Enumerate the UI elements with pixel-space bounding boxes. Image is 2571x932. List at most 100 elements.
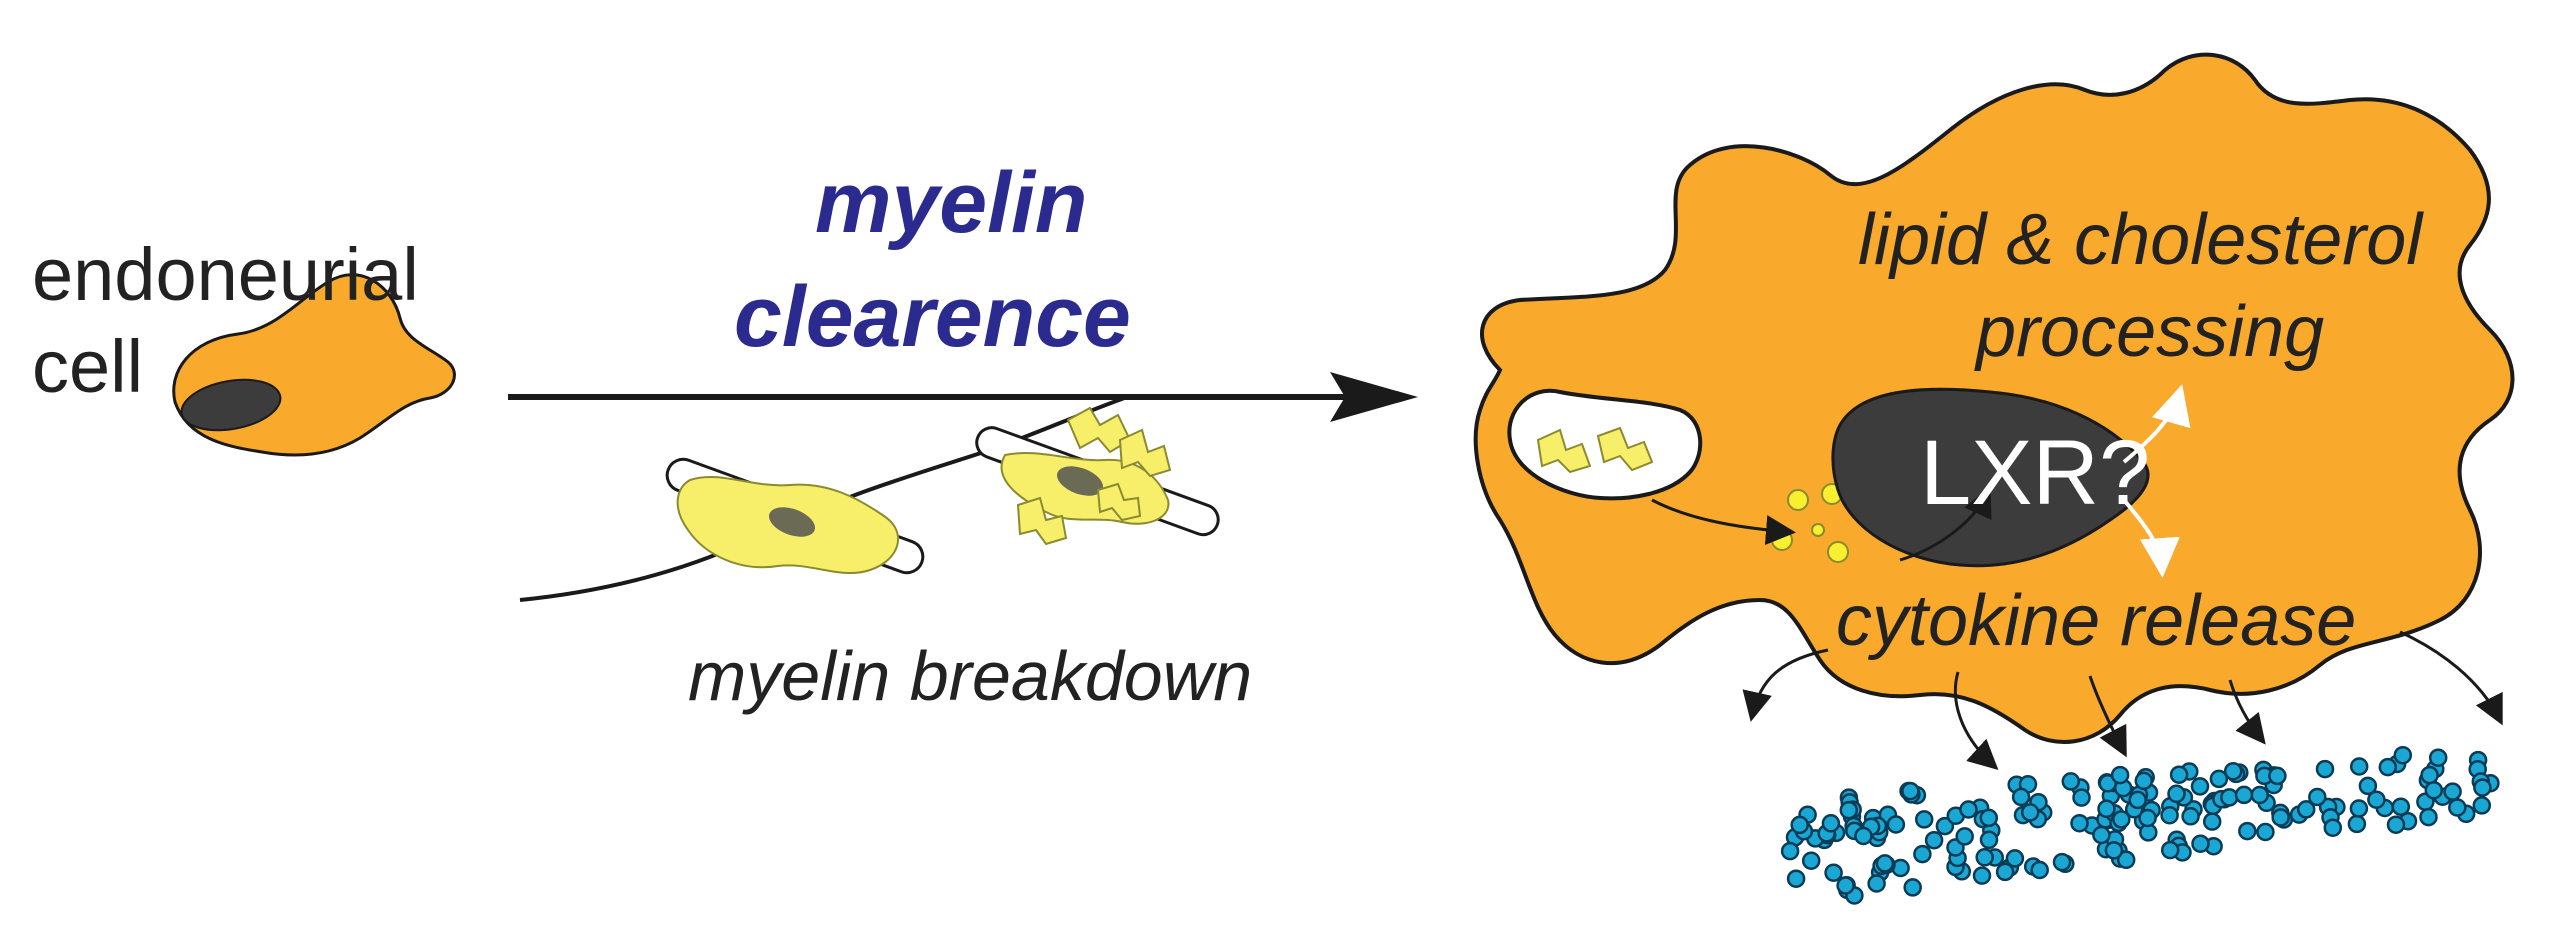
cytokine-particle — [2160, 840, 2180, 860]
cytokine-arrow-5 — [2399, 630, 2503, 726]
droplet-to-nucleus-arrow — [1899, 486, 1992, 562]
cytokine-particle — [1972, 866, 1992, 885]
cytokine-particle — [1824, 863, 1843, 882]
cytokine-particle — [1839, 800, 1859, 820]
cytokine-particle — [2209, 769, 2229, 789]
cytokine-particle — [2030, 860, 2049, 880]
cytokine-particle — [2393, 745, 2413, 765]
cytokine-particle — [2052, 852, 2072, 872]
lipid-droplet-5 — [1827, 541, 1849, 563]
myelin-nucleus-right — [1057, 466, 1103, 496]
cytokine-particle — [2424, 780, 2444, 800]
myelin-debris-4 — [1096, 482, 1142, 522]
cytokine-particle — [2308, 787, 2327, 807]
lxr-label: LXR? — [1920, 422, 2150, 524]
cytokine-particle — [1914, 810, 1934, 829]
lxr-nucleus — [1831, 387, 2150, 568]
cytokine-particle — [1836, 876, 1855, 895]
cytokine-particle — [1780, 841, 1800, 861]
cytokine-arrow-2 — [1953, 671, 1999, 771]
cytokine-particle — [2323, 818, 2343, 837]
cytokine-particle — [2349, 757, 2369, 776]
cytokine-particle — [1901, 781, 1920, 801]
myelin-breakdown-label: myelin breakdown — [688, 637, 1252, 715]
lipid-droplet-1 — [1787, 489, 1809, 511]
cytokine-particle — [2347, 814, 2367, 834]
clearance-title-line1: myelin — [815, 155, 1087, 251]
cytokine-particle — [1786, 869, 1806, 888]
cytokine-arrow-4 — [2228, 679, 2266, 745]
cytokine-particle — [2386, 815, 2406, 834]
cytokine-particle — [2378, 757, 2398, 777]
cytokine-particle — [2128, 790, 2147, 810]
cytokine-particle — [2234, 785, 2254, 805]
cytokine-particle — [2020, 803, 2040, 822]
cytokine-particle — [2169, 765, 2189, 784]
cytokine-particle — [2256, 822, 2275, 842]
cytokine-particle — [1821, 814, 1841, 833]
cytokine-particle — [2097, 799, 2116, 819]
cytokine-particle — [2167, 784, 2186, 804]
cytokine-particle — [2181, 807, 2200, 826]
myelin-debris-2 — [1118, 428, 1172, 478]
cytokine-particle — [1924, 830, 1944, 850]
cytokine-particle — [2104, 841, 2124, 860]
cytokine-particle — [2110, 765, 2130, 785]
cytokine-particle — [2191, 834, 2210, 853]
cytokine-release-label: cytokine release — [1836, 581, 2356, 661]
cytokine-particle — [2238, 821, 2257, 841]
myelin-nucleus-left — [769, 507, 815, 537]
cytokine-particles — [1780, 745, 2500, 905]
myelin-debris-3 — [1016, 496, 1068, 546]
cytokine-output-arrows — [1742, 630, 2503, 771]
cytokine-particle — [2202, 812, 2222, 831]
cytokine-particle — [2138, 808, 2157, 828]
cytokine-particle — [2391, 797, 2411, 816]
cytokine-particle — [2011, 787, 2031, 807]
cytokine-particle — [2005, 849, 2025, 868]
cytokine-particle — [1955, 827, 1974, 846]
cytokine-particle — [2061, 772, 2081, 791]
axon-line — [519, 394, 1131, 602]
endoneurial-label-line2: cell — [32, 325, 143, 408]
endoneurial-label-line1: endoneurial — [32, 233, 419, 316]
cytokine-particle — [1903, 878, 1922, 897]
cytokine-particle — [2296, 800, 2316, 819]
cytokine-particle — [1854, 826, 1873, 846]
cytokine-particle — [1790, 815, 1809, 835]
myelin-breakdown-illustration — [519, 394, 1220, 602]
cytokine-particle — [1979, 830, 1999, 850]
cytokine-particle — [2349, 799, 2369, 818]
cytokine-particle — [1867, 874, 1886, 893]
endoneurial-cell — [172, 273, 456, 457]
cytokine-particle — [2472, 796, 2492, 815]
cytokine-particle — [2367, 790, 2386, 809]
cytokine-particle — [1875, 854, 1895, 873]
lipid-processing-label-line2: processing — [1974, 292, 2324, 372]
cytokine-particle — [2420, 765, 2439, 785]
cytokine-particle — [1979, 808, 1999, 828]
cytokine-arrow-1 — [1742, 648, 1829, 722]
cytokine-particle — [2419, 807, 2438, 827]
cytokine-particle — [2473, 778, 2492, 797]
cytokine-particle — [2134, 771, 2154, 791]
lipid-processing-arrow — [2122, 384, 2191, 464]
cytokine-particle — [2220, 788, 2239, 807]
macrophage-cell — [1473, 52, 2515, 744]
cytokine-particle — [1913, 844, 1932, 864]
cytokine-particle — [2070, 813, 2089, 833]
cytokine-particle — [2448, 798, 2467, 817]
lipid-droplet-4 — [1811, 523, 1825, 537]
cytokine-release-arrow — [2122, 498, 2180, 578]
cytokine-particle — [1959, 800, 1978, 819]
cytokine-particle — [2116, 850, 2136, 870]
cytokine-particle — [2443, 782, 2462, 801]
cytokine-particle — [2271, 808, 2290, 827]
cytokine-particle — [2072, 788, 2091, 807]
cytokine-particle — [1801, 851, 1821, 870]
cytokine-particle — [2250, 785, 2269, 805]
cytokine-particle — [2315, 759, 2335, 779]
cytokine-particle — [1975, 848, 1994, 867]
cytokine-particle — [2160, 805, 2179, 825]
cytokine-particle — [2223, 761, 2243, 781]
